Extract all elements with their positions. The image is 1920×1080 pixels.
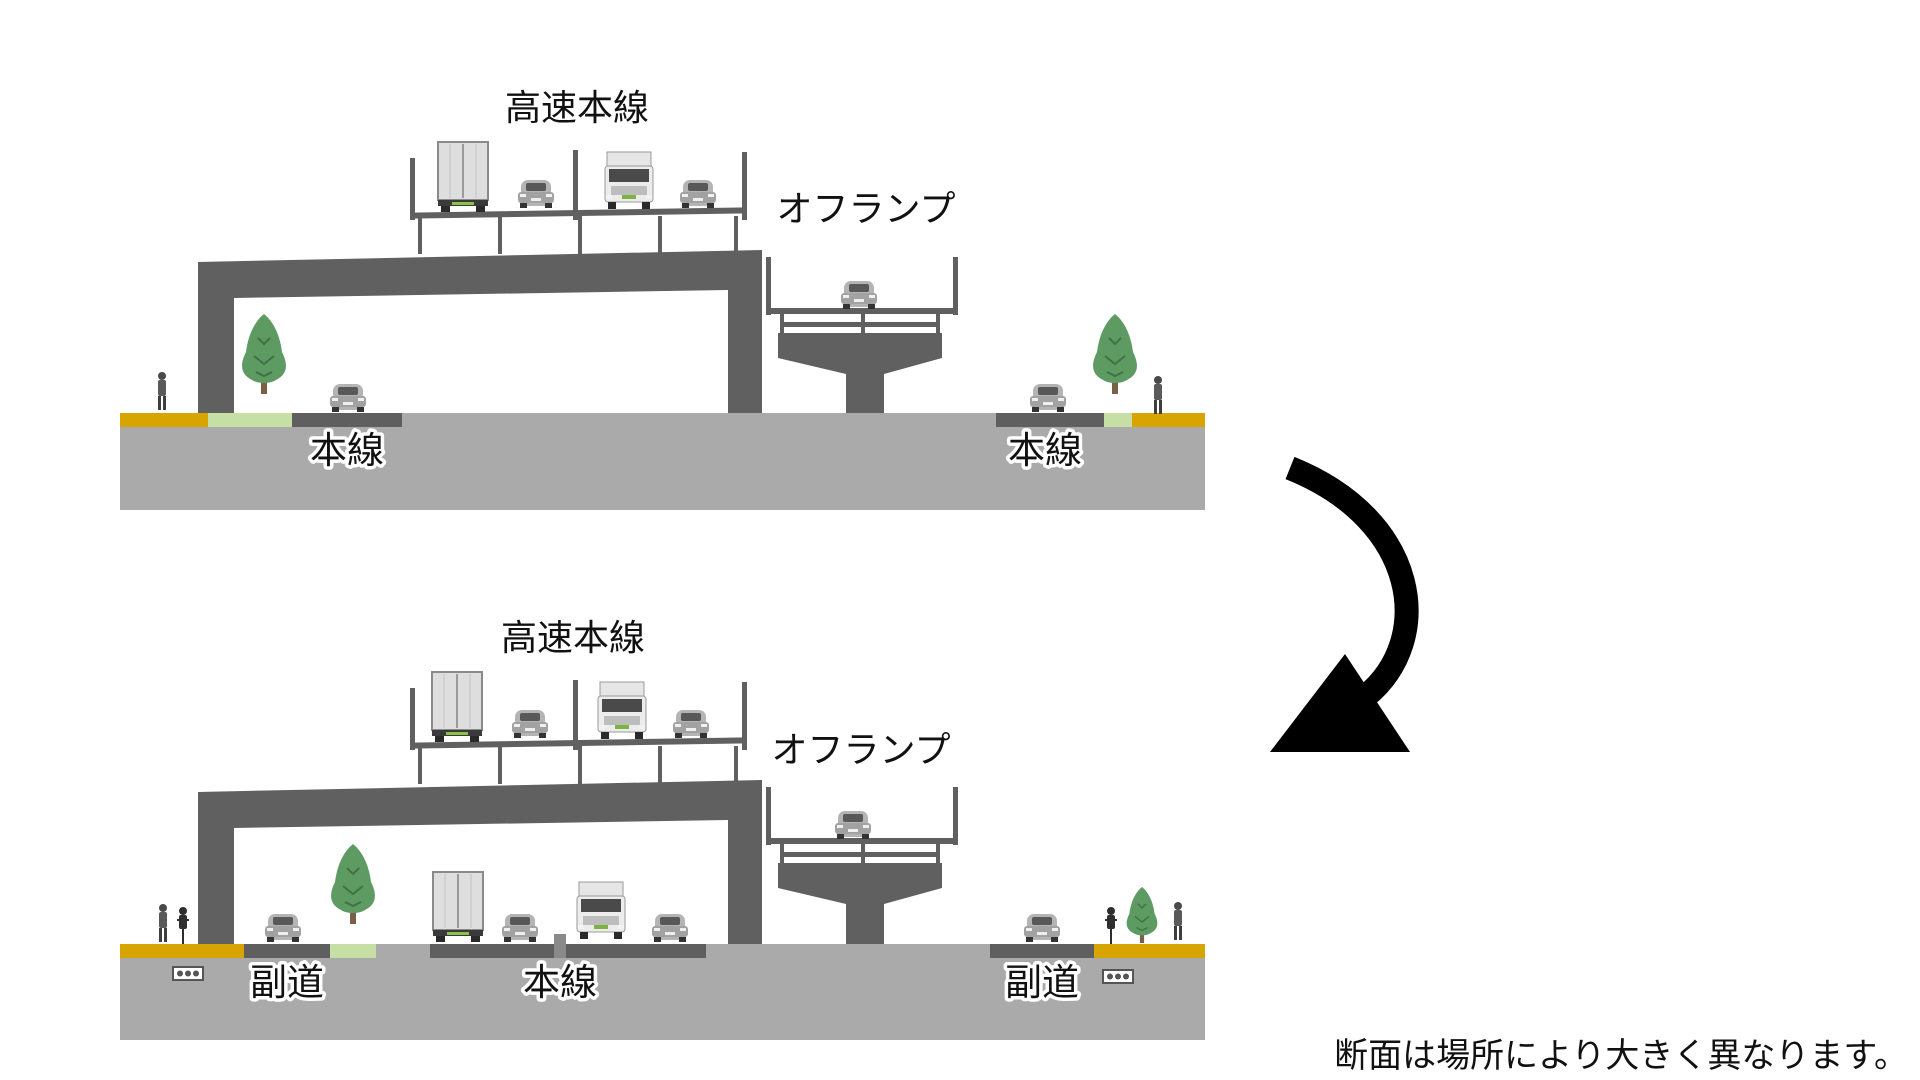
label-expressway-after: 高速本線: [501, 618, 645, 659]
road-surface-main-right: [566, 944, 706, 958]
elevated-pier-frame: [198, 780, 762, 944]
elevated-pier-frame: [198, 250, 762, 413]
tree-icon: [330, 843, 376, 925]
road-surface-side-left: [244, 944, 330, 958]
pedestrian-icon: [158, 372, 166, 410]
pedestrian-icon: [159, 904, 167, 942]
pedestrian-icon: [1174, 902, 1182, 940]
ground-before: [120, 413, 1205, 510]
pedestrian-icon: [1154, 376, 1162, 414]
car-icon: [518, 180, 554, 208]
expressway-deck: [409, 680, 748, 784]
truck-icon: [576, 881, 626, 940]
utility-box-icon: [1102, 969, 1134, 984]
transition-arrow-icon: [1270, 456, 1419, 752]
cyclist-icon: [176, 906, 190, 945]
sidewalk-left: [120, 944, 244, 958]
label-side-right-after: 副道: [1005, 961, 1079, 1004]
label-off-ramp-after: オフランプ: [772, 730, 951, 771]
car-icon: [680, 180, 716, 208]
road-surface-right: [996, 413, 1104, 427]
median: [554, 934, 566, 958]
tree-icon: [1125, 886, 1159, 944]
car-icon: [502, 914, 538, 942]
car-icon: [512, 710, 548, 738]
cyclist-icon: [1104, 906, 1118, 945]
sidewalk-left: [120, 413, 208, 427]
road-surface-side-right: [990, 944, 1094, 958]
car-icon: [835, 811, 871, 839]
car-icon: [652, 914, 688, 942]
label-side-left-after: 副道: [250, 961, 324, 1004]
car-icon: [1030, 384, 1066, 412]
section-after: 高速本線 オフランプ 副道 本線 副道: [120, 618, 1205, 1040]
truck-icon: [431, 671, 483, 743]
truck-icon: [597, 681, 647, 740]
label-main-right-before: 本線: [1008, 429, 1082, 472]
road-surface-left: [292, 413, 402, 427]
truck-icon: [432, 871, 484, 943]
off-ramp-structure: [766, 787, 958, 944]
tree-icon: [241, 313, 287, 395]
expressway-deck: [409, 150, 748, 254]
car-icon: [841, 281, 877, 309]
truck-icon: [437, 141, 489, 213]
car-icon: [330, 384, 366, 412]
sidewalk-right: [1094, 944, 1205, 958]
planting-strip-left: [330, 944, 376, 958]
sidewalk-right: [1132, 413, 1205, 427]
ground-after: [120, 944, 1205, 1040]
planting-strip-right: [1104, 413, 1132, 427]
section-before: 高速本線 オフランプ 本線 本線: [120, 88, 1205, 510]
planting-strip-left: [208, 413, 292, 427]
road-surface-main-left: [430, 944, 554, 958]
label-main-left-before: 本線: [310, 429, 384, 472]
utility-box-icon: [172, 966, 204, 981]
car-icon: [1024, 914, 1060, 942]
note-text: 断面は場所により大きく異なります。: [1334, 1036, 1908, 1076]
off-ramp-structure: [766, 257, 958, 413]
car-icon: [265, 914, 301, 942]
truck-icon: [604, 151, 654, 210]
label-expressway-before: 高速本線: [505, 88, 649, 129]
car-icon: [673, 710, 709, 738]
label-off-ramp-before: オフランプ: [777, 189, 956, 230]
tree-icon: [1092, 313, 1138, 395]
label-main-center-after: 本線: [523, 961, 597, 1004]
